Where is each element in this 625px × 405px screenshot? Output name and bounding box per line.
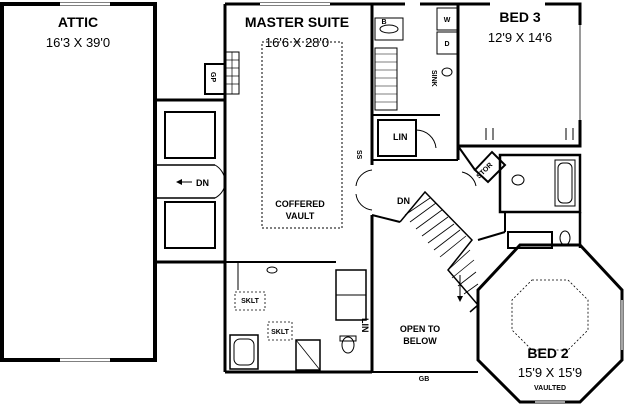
dn-hall-label: DN: [196, 178, 209, 188]
master-suite-dims: 16'6 X 28'0: [265, 35, 329, 50]
bed2-dims: 15'9 X 15'9: [518, 365, 582, 380]
bed2-room: [476, 243, 624, 404]
master-suite-room: [223, 2, 374, 374]
attic-room: [0, 2, 157, 362]
lin-lower-label: LIN: [360, 318, 370, 333]
bed3-room: [456, 2, 582, 148]
master-suite-name: MASTER SUITE: [245, 14, 349, 30]
b-label: B: [381, 19, 386, 26]
master-bath: [225, 261, 367, 371]
sink-label: SINK: [430, 70, 437, 87]
w-label: W: [444, 17, 451, 24]
attic-name: ATTIC: [58, 14, 98, 30]
bed2-note: VAULTED: [534, 385, 566, 392]
bed3-name: BED 3: [499, 9, 540, 25]
gp-label: GP: [209, 72, 216, 82]
dn-stair-label: DN: [397, 196, 410, 206]
below-label: BELOW: [403, 336, 437, 346]
ss-label: SS: [355, 150, 362, 160]
bath2: [498, 153, 582, 249]
skl2-label: SKLT: [271, 329, 289, 336]
hall-walls: [371, 145, 506, 373]
gb-label: GB: [419, 376, 430, 383]
stor-closet: [473, 150, 507, 184]
lin-upper-label: LIN: [393, 132, 408, 142]
skl1-label: SKLT: [241, 298, 259, 305]
coffered-label: COFFERED: [275, 199, 325, 209]
bed2-name: BED 2: [527, 345, 568, 361]
attic-dims: 16'3 X 39'0: [46, 35, 110, 50]
d-label: D: [444, 41, 449, 48]
bed3-dims: 12'9 X 14'6: [488, 30, 552, 45]
vault-label: VAULT: [286, 211, 315, 221]
open-to-label: OPEN TO: [400, 324, 440, 334]
